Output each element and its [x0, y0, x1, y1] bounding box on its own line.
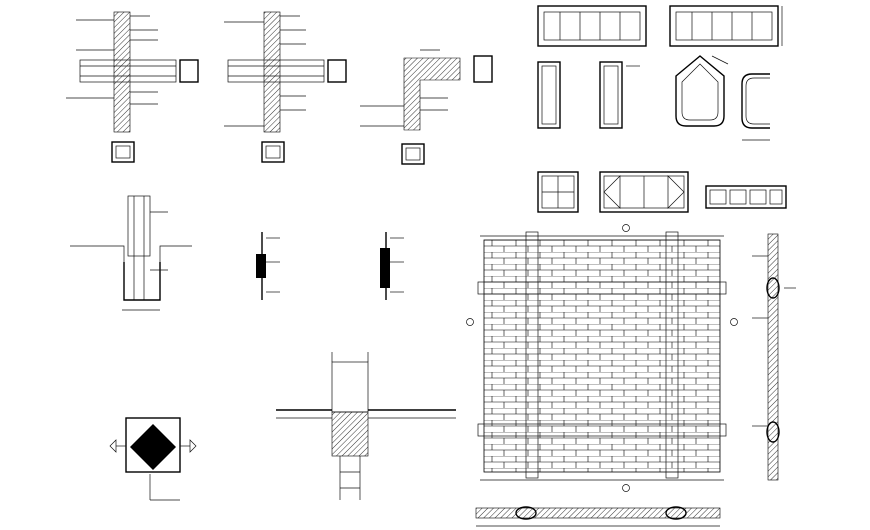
column-plan-diamond	[109, 417, 197, 501]
stirrup-shape-details	[537, 5, 787, 213]
coupler-detail-2	[380, 232, 404, 300]
footing-section-detail	[70, 195, 192, 311]
column-beam-joint-detail-1	[66, 11, 199, 163]
corner-joint-detail	[360, 49, 493, 165]
masonry-wall-elevation	[466, 224, 738, 492]
wall-section-vertical	[752, 233, 796, 481]
wall-section-horizontal	[475, 506, 721, 527]
column-beam-joint-detail-2	[224, 11, 347, 163]
coupler-detail-1	[256, 232, 280, 300]
slab-wall-junction-detail	[276, 352, 456, 500]
